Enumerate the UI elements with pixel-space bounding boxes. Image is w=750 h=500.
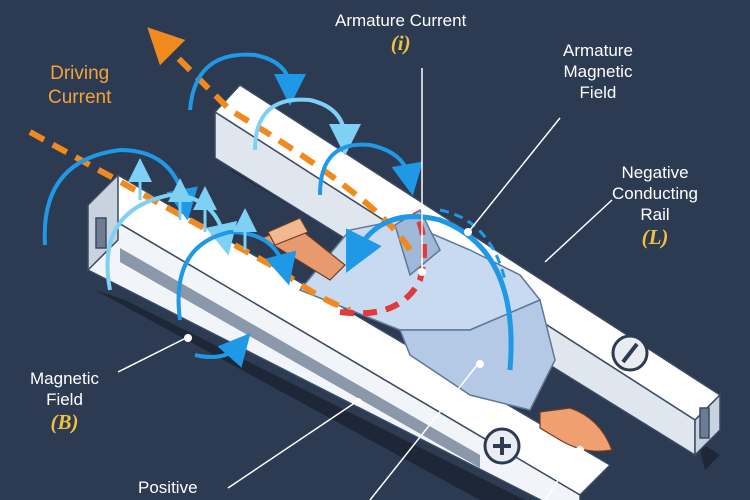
leader-dots [184, 228, 584, 454]
magnetic-field-line-2: Field [46, 390, 83, 409]
label-positive: Positive [138, 477, 198, 498]
negative-rail-line-2: Conducting [612, 184, 699, 203]
driving-current-line-1: Driving [50, 63, 110, 84]
magnetic-field-line-1: Magnetic [30, 369, 99, 388]
positive-rail-end-slot [95, 217, 107, 249]
driving-current-upper [147, 27, 413, 252]
negative-rail-symbol: (L) [641, 225, 669, 249]
magnetic-field-loops-negative-rail [188, 52, 423, 196]
leader-projectile [544, 449, 579, 500]
leader-magnetic-field [117, 337, 187, 373]
leader-positive [227, 401, 357, 489]
field-loop-6 [253, 97, 361, 156]
label-armature-current: Armature Current (i) [335, 10, 466, 55]
projectile-nose [539, 407, 613, 452]
driving-current-line-2: Current [48, 87, 112, 108]
field-loop-3 [176, 229, 297, 321]
projectile-tail-fin [267, 217, 309, 246]
armature-field-line-3: Field [579, 83, 617, 102]
leader-armature-field [469, 117, 561, 231]
field-arrows-between-rails [128, 158, 257, 250]
negative-rail-line-1: Negative [621, 163, 689, 182]
field-loop-5 [188, 52, 306, 111]
label-magnetic-field: Magnetic Field (B) [30, 368, 99, 434]
magnetic-field-symbol: (B) [50, 410, 79, 434]
positive-sign [483, 427, 521, 465]
negative-rail-line-3: Rail [640, 205, 670, 224]
armature-magnetic-field-loop [346, 214, 514, 371]
negative-rail-end-slot [699, 407, 710, 439]
label-armature-magnetic-field: Armature Magnetic Field [563, 40, 633, 103]
armature-current-symbol: (i) [390, 31, 411, 55]
armature-front [398, 298, 556, 411]
label-driving-current: Driving Current [48, 62, 111, 110]
field-loop-1 [42, 147, 198, 246]
label-negative-conducting-rail: Negative Conducting Rail (L) [612, 162, 698, 249]
armature-field-line-1: Armature [563, 41, 633, 60]
armature-field-line-2: Magnetic [563, 62, 633, 81]
leader-negative-rail [544, 199, 613, 263]
negative-sign [611, 334, 649, 372]
armature-current-text: Armature Current [335, 11, 467, 30]
field-loop-7 [318, 142, 423, 196]
field-loop-4 [194, 333, 251, 368]
leader-lines [117, 68, 613, 500]
leader-armature-body [369, 363, 479, 500]
positive-text: Positive [138, 478, 198, 497]
positive-rail-groove [120, 248, 480, 468]
projectile [260, 217, 613, 452]
armature-magnetic-field-dashed [439, 208, 507, 281]
